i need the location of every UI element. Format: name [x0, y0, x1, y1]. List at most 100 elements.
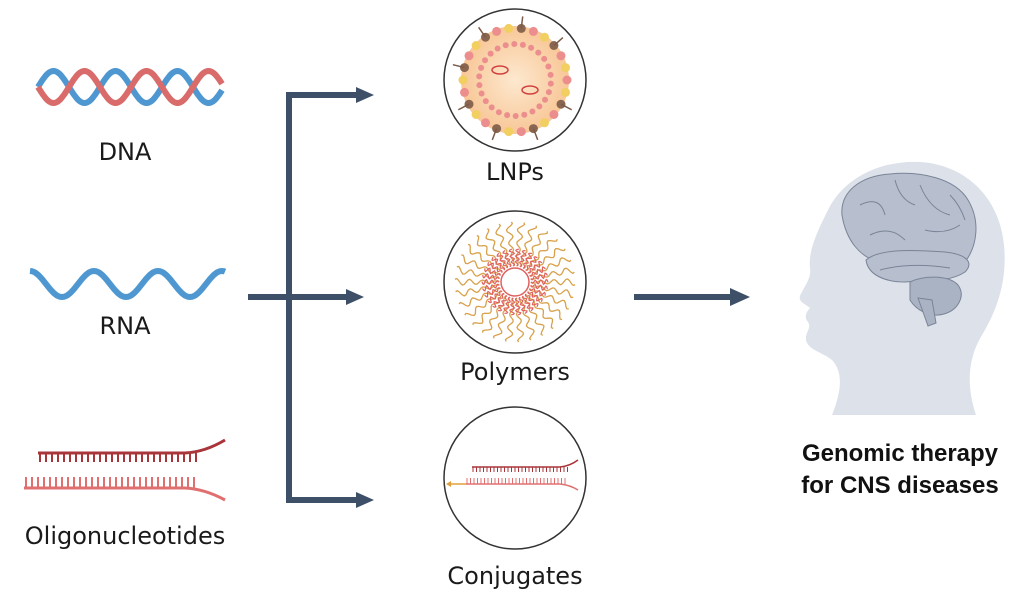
- inner-lipid: [535, 49, 542, 56]
- rna-strand: [29, 267, 227, 301]
- inner-lipid: [521, 111, 528, 118]
- lipid-head: [471, 41, 481, 50]
- lipid-head: [504, 23, 514, 33]
- polymer-core-chain: [481, 278, 500, 286]
- polymer-chain: [529, 257, 572, 277]
- inner-lipid: [512, 113, 519, 119]
- polymer-micelle-icon: [443, 210, 587, 354]
- brain-fold: [919, 184, 951, 216]
- lipid-head: [528, 26, 538, 36]
- inner-lipid: [528, 44, 535, 51]
- polymer-chain: [476, 234, 505, 271]
- inner-lipid: [494, 45, 501, 52]
- inner-lipid: [478, 90, 485, 97]
- therapy-title-line1: Genomic therapy: [801, 440, 999, 467]
- polymer-core-chain: [514, 297, 522, 316]
- polymer-core-chain: [514, 248, 522, 267]
- conjugate-top-strand: [472, 459, 579, 468]
- polymer-chain: [456, 265, 500, 280]
- source-label-oligonucleotides: Oligonucleotides: [24, 522, 226, 550]
- lipid-head: [561, 63, 570, 73]
- carrier-label-conjugates: Conjugates: [447, 562, 583, 590]
- inner-lipid: [511, 41, 518, 47]
- polymer-chain: [485, 228, 508, 269]
- inner-lipid: [541, 55, 548, 62]
- mrna-cargo: [521, 85, 539, 95]
- polymer-core-chain: [492, 293, 505, 308]
- oligonucleotide-duplex-icon: [24, 438, 226, 502]
- brain-fold: [949, 194, 966, 221]
- peg-chain: [491, 128, 498, 141]
- polymer-chain: [515, 222, 526, 267]
- peg-chain: [478, 26, 487, 38]
- ligand-arrow-icon: [446, 481, 451, 487]
- inner-lipid: [545, 89, 552, 96]
- inner-lipid: [478, 64, 485, 71]
- lipid-head: [540, 118, 549, 128]
- polymer-core-chain: [530, 284, 548, 291]
- polymer-chain: [505, 221, 515, 267]
- lipid-head: [556, 99, 566, 109]
- lipid-head: [481, 118, 490, 128]
- polymer-core-chain: [530, 278, 549, 286]
- polymer-chain: [522, 295, 545, 336]
- therapy-title: Genomic therapy for CNS diseases: [775, 438, 1024, 502]
- arrowhead-to-polymers: [346, 289, 364, 305]
- polymer-core-chain: [527, 260, 543, 274]
- polymer-chain: [455, 284, 500, 297]
- oligo-bottom-strand: [24, 486, 226, 502]
- polymer-core-chain: [487, 262, 503, 273]
- polymer-chain: [527, 247, 566, 274]
- human-head-with-brain-icon: [799, 161, 1005, 415]
- inner-lipid: [502, 42, 509, 49]
- polymer-core-chain: [529, 288, 546, 297]
- lipid-head: [540, 32, 549, 42]
- lipid-head: [464, 51, 474, 61]
- polymer-core-chain: [524, 293, 539, 308]
- lipid-head: [528, 124, 538, 134]
- polymer-chain: [481, 295, 508, 333]
- inner-lipid: [476, 82, 483, 89]
- polymer-chain: [527, 291, 563, 321]
- inner-lipid: [488, 104, 495, 111]
- inner-lipid: [547, 80, 554, 87]
- inner-lipid: [545, 63, 552, 70]
- rna-single-strand-icon: [29, 267, 227, 301]
- lipid-head: [516, 127, 526, 137]
- peg-chain: [560, 103, 573, 111]
- polymer-chain: [504, 297, 515, 342]
- lipid-head: [458, 75, 468, 85]
- polymer-core-chain: [525, 256, 538, 271]
- polymer-chain: [467, 243, 503, 273]
- polymer-core-chain: [482, 273, 500, 280]
- polymer-core-chain: [484, 287, 501, 298]
- carrier-label-lnps: LNPs: [486, 158, 544, 186]
- inner-lipid: [482, 57, 488, 64]
- lipid-head: [471, 110, 481, 119]
- polymer-chain: [530, 278, 576, 287]
- polymer-core-chain: [482, 283, 500, 292]
- polymer-chain: [472, 293, 505, 326]
- lipid-head: [556, 51, 566, 61]
- brain-fold: [879, 264, 951, 271]
- lipid-head: [481, 32, 490, 42]
- polymer-core-chain: [508, 248, 516, 267]
- inner-lipid: [504, 112, 511, 119]
- arrowhead-to-conjugates: [356, 492, 374, 508]
- inner-lipid: [542, 96, 548, 103]
- lipid-head: [562, 75, 572, 85]
- inner-lipid: [482, 98, 489, 105]
- polymer-chain: [519, 225, 537, 268]
- polymer-chain: [519, 297, 535, 341]
- conjugate-icon: [443, 406, 587, 550]
- inner-lipid: [495, 109, 502, 116]
- polymer-core-chain: [502, 249, 512, 268]
- conjugate-bottom-strand: [466, 483, 579, 491]
- polymer-core-chain: [529, 266, 546, 277]
- polymer-core-chain: [518, 296, 528, 315]
- inner-lipid: [547, 71, 554, 78]
- peg-chain: [532, 128, 539, 141]
- peg-chain: [457, 103, 470, 111]
- oligo-top-strand: [38, 438, 226, 455]
